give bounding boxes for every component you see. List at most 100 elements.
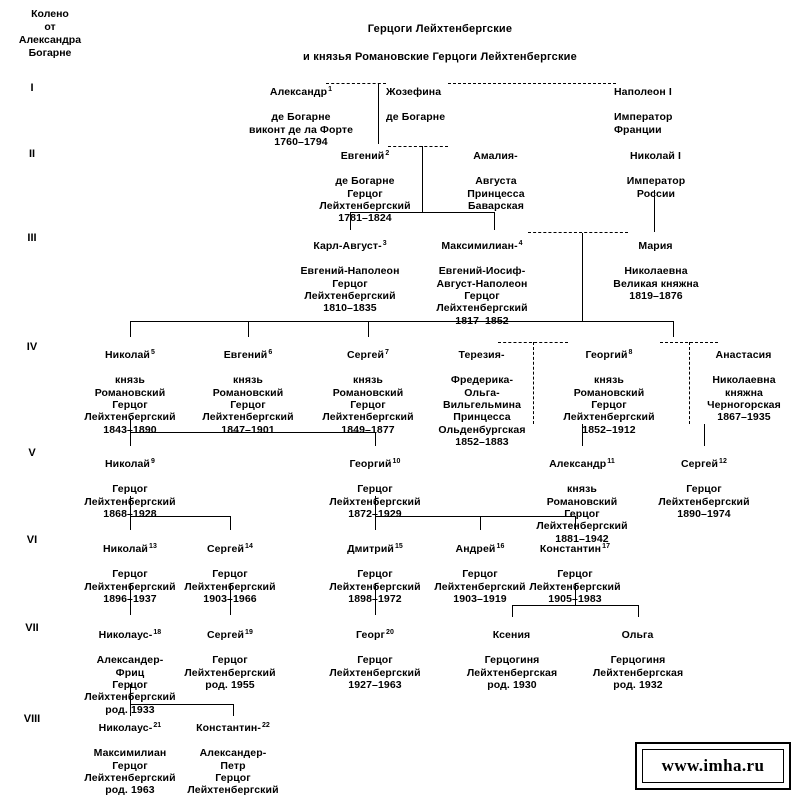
- person-detail-line: Лейхтенбергский: [319, 200, 411, 213]
- person-detail-line: Герцог: [215, 772, 251, 785]
- person-detail-line: князь: [594, 374, 624, 387]
- person-detail-line: Герцог: [564, 508, 600, 521]
- spouse-divider-right: [689, 342, 690, 424]
- spouse-divider-left: [533, 342, 534, 424]
- person-detail-line: 1819–1876: [629, 290, 683, 303]
- sibling-bar-gen3: [350, 212, 495, 213]
- person-name: Евгений6: [223, 348, 273, 362]
- person-detail-line: Великая княжна: [613, 277, 699, 290]
- generation-label-1: I: [30, 82, 34, 94]
- person-detail-line: Герцог: [350, 399, 386, 412]
- descent-line-sergey14-sergey19: [230, 583, 231, 615]
- person-detail-line: князь: [567, 483, 597, 496]
- person-detail-line: Лейхтенбергский: [184, 666, 276, 679]
- person-node-maximilian[interactable]: Максимилиан-4 Евгений-Иосиф-Август-Напол…: [420, 228, 544, 340]
- person-name: Евгений2: [340, 149, 390, 163]
- person-name: Сергей14: [206, 542, 254, 556]
- descent-line-nikolay9-children: [130, 496, 131, 516]
- person-detail-line: 1898–1972: [348, 593, 402, 606]
- person-detail-line: Герцог: [112, 759, 148, 772]
- person-detail-line: 1896–1937: [103, 593, 157, 606]
- sibling-bar-gen6-left: [130, 516, 230, 517]
- person-detail-line: Лейхтенбергский: [84, 772, 176, 785]
- person-detail-line: Герцог: [591, 399, 627, 412]
- person-detail-line: Герцог: [357, 654, 393, 667]
- person-detail-line: Лейхтенбергский: [84, 580, 176, 593]
- person-detail-line: Лейхтенбергский: [436, 302, 528, 315]
- person-name: Сергей12: [680, 457, 728, 471]
- person-detail-line: Лейхтенбергский: [329, 580, 421, 593]
- person-name: Сергей19: [206, 628, 254, 642]
- person-detail-line: 1847–1901: [221, 423, 275, 436]
- person-detail-line: де Богарне: [271, 111, 331, 124]
- descent-line-nicholas1-maria: [654, 190, 655, 232]
- descent-line-dmitry15-georg20: [375, 583, 376, 615]
- person-name: Николай5: [105, 348, 155, 362]
- person-detail-line: Романовский: [94, 386, 166, 399]
- person-detail-line: 1810–1835: [323, 302, 377, 315]
- sibling-bar-gen8: [130, 704, 233, 705]
- descent-line-nikolaus18-children: [130, 684, 131, 704]
- person-name: Сергей7: [346, 348, 390, 362]
- person-detail-line: Герцог: [357, 568, 393, 581]
- person-node-josephine[interactable]: Жозефина де Богарне: [386, 74, 506, 136]
- person-detail-line: род. 1933: [105, 703, 155, 716]
- descent-line-nikolay13-nikolaus18: [130, 583, 131, 615]
- person-detail-line: Император: [626, 175, 686, 188]
- person-name: Александр11: [549, 457, 615, 471]
- person-name: Николай I: [629, 150, 681, 163]
- person-detail-line: Петр: [220, 759, 246, 772]
- descent-line-georgy8-alexander11: [582, 424, 583, 446]
- person-name: Константин17: [539, 542, 611, 556]
- person-detail-line: Герцог: [112, 679, 148, 692]
- person-detail-line: Лейхтенбергский: [329, 666, 421, 679]
- sibling-stub-georgy-10: [375, 432, 376, 446]
- person-details: Александер-ПетрГерцогЛейхтенбергскийрод.…: [175, 747, 291, 798]
- person-detail-line: Герцог: [557, 568, 593, 581]
- person-detail-line: Лейхтенбергский: [187, 784, 279, 797]
- chart-title-line-1: Герцоги Лейхтенбергские: [367, 23, 513, 35]
- person-detail-line: 1872–1929: [348, 508, 402, 521]
- person-detail-line: 1927–1963: [348, 679, 402, 692]
- person-detail-line: Герцогиня: [484, 654, 540, 667]
- person-detail-line: Герцог: [212, 568, 248, 581]
- person-name: Георгий8: [585, 348, 633, 362]
- sibling-stub-konstantin-22: [233, 704, 234, 716]
- person-detail-line: 1843–1890: [103, 423, 157, 436]
